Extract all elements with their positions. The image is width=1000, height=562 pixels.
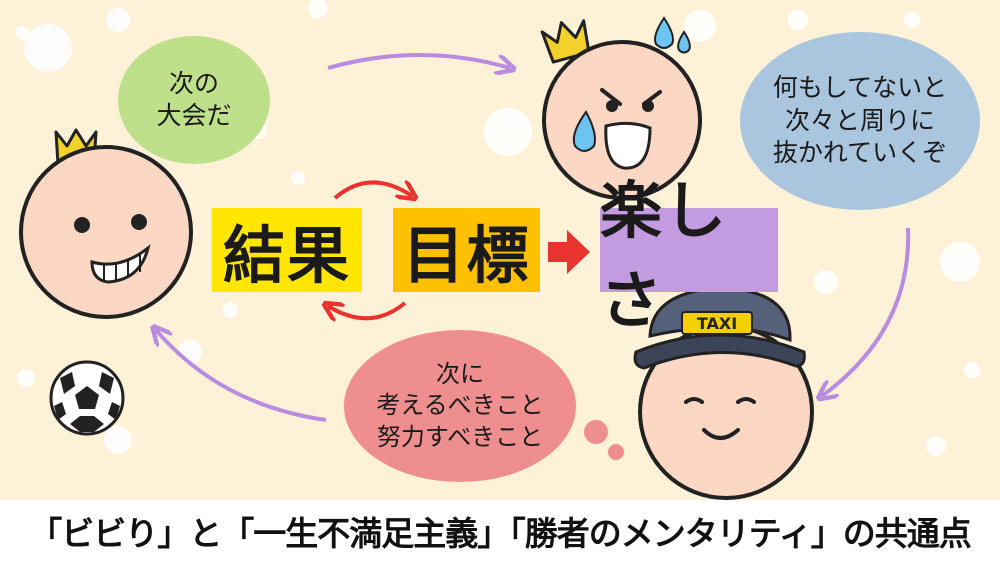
sweat-drop-icon: [654, 16, 674, 49]
right-arrow-icon: [548, 230, 590, 274]
bubble-line: 努力すべきこと: [376, 422, 544, 451]
sweat-drop-icon: [572, 110, 596, 152]
crown-icon: [540, 19, 591, 64]
taxi-sign-text: TAXI: [697, 314, 737, 333]
sweat-drop-icon: [677, 30, 691, 54]
bubble-line: 大会だ: [156, 101, 232, 130]
taxi-cap-icon: TAXI: [633, 286, 806, 370]
bubble-line: 次々と周りに: [784, 105, 935, 135]
bubble-line: 次に: [436, 360, 484, 389]
footer-caption: 「ビビり」と「一生不満足主義」「勝者のメンタリティ」の共通点: [0, 500, 1000, 562]
bubble-line: 何もしてないと: [772, 73, 948, 103]
bubble-line: 次の: [168, 68, 219, 98]
flow-arrow-bottom: [156, 330, 327, 422]
worried-character: [540, 16, 702, 200]
bubble-line: 抜かれていくぞ: [772, 138, 948, 168]
thought-dots-icon: [584, 420, 624, 460]
flow-arrow-right: [822, 227, 911, 396]
bubble-overtaken-warning: 何もしてないと 次々と周りに 抜かれていくぞ: [740, 32, 980, 210]
bubble-what-to-do-next: 次に 考えるべきこと 努力すべきこと: [344, 330, 576, 482]
keyword-fun: 楽しさ: [600, 174, 778, 337]
keyword-goal: 目標: [393, 208, 540, 292]
cycle-arrow-bottom: [328, 303, 407, 318]
keyword-result: 結果: [212, 208, 362, 292]
flow-arrow-top: [327, 53, 510, 68]
taxi-driver-character: TAXI: [633, 286, 814, 500]
grinning-character: [19, 128, 193, 319]
cycle-arrow-top: [333, 182, 412, 198]
bubble-line: 考えるべきこと: [376, 391, 544, 420]
bubble-next-tournament: 次の 大会だ: [118, 36, 270, 164]
soccer-ball-icon: [49, 360, 125, 436]
